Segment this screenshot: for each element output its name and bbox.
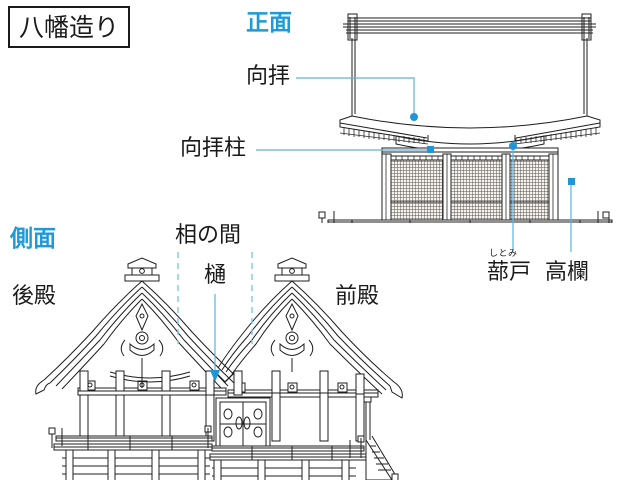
- furigana-shitomido: しとみ: [489, 249, 518, 259]
- section-label-front: 正面: [246, 10, 292, 36]
- annotation-zenden: 前殿: [335, 284, 380, 309]
- title-box: 八幡造り: [8, 6, 130, 48]
- title-text: 八幡造り: [18, 12, 119, 42]
- annotation-kouhai: 向拝: [246, 64, 291, 89]
- side-elevation-drawing: [35, 257, 403, 480]
- annotation-kouhaibashira: 向拝柱: [180, 136, 247, 161]
- annotation-kouden: 後殿: [12, 284, 57, 309]
- section-label-side: 側面: [10, 226, 56, 252]
- annotation-kouran: 高欄: [545, 260, 590, 285]
- annotation-shitomido: 蔀戸: [487, 260, 532, 285]
- annotation-ainoma: 相の間: [175, 223, 242, 248]
- front-elevation-drawing: [318, 13, 613, 223]
- annotation-hi: 樋: [204, 263, 227, 288]
- shutter-panels: [389, 159, 551, 223]
